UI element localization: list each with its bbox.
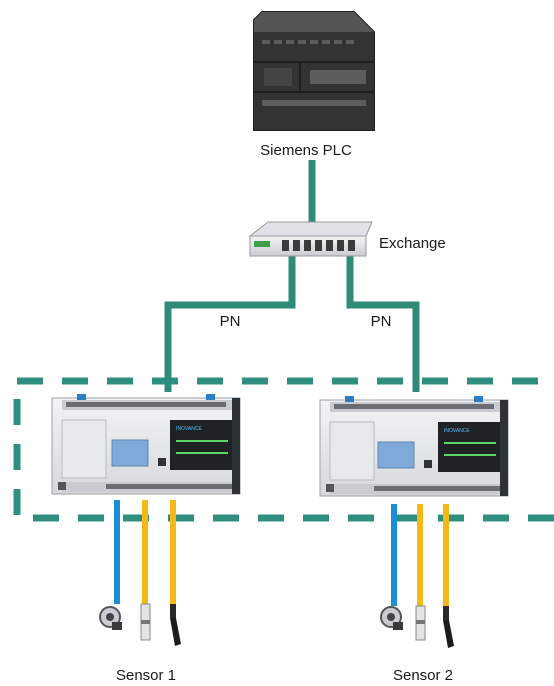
sensor-1-label: Sensor 1: [116, 667, 176, 684]
controller-1-brand: INOVANCE: [176, 426, 202, 432]
pn-right-link: [346, 248, 420, 392]
plc-label: Siemens PLC: [260, 142, 352, 159]
siemens-plc: [253, 11, 375, 131]
controller-2-brand: INOVANCE: [444, 428, 470, 434]
sensor-cables-2: [391, 504, 449, 606]
encoder-1: [99, 606, 122, 630]
switch-label: Exchange: [379, 235, 446, 252]
sensor-2-label: Sensor 2: [393, 667, 453, 684]
controller-2: INOVANCE: [319, 396, 509, 497]
probe-1: [170, 604, 181, 646]
probe-2: [443, 606, 454, 648]
pn-right-label: PN: [371, 313, 392, 330]
dashed-boundary: [13, 377, 554, 522]
network-switch: [248, 221, 373, 257]
sensor-cables-1: [114, 500, 176, 604]
controller-1: INOVANCE: [51, 394, 241, 495]
network-links: [164, 160, 420, 392]
pn-left-label: PN: [220, 313, 241, 330]
proximity-sensor-1: [140, 603, 151, 641]
pn-left-link: [164, 248, 296, 392]
proximity-sensor-2: [415, 605, 426, 641]
encoder-2: [380, 606, 403, 630]
